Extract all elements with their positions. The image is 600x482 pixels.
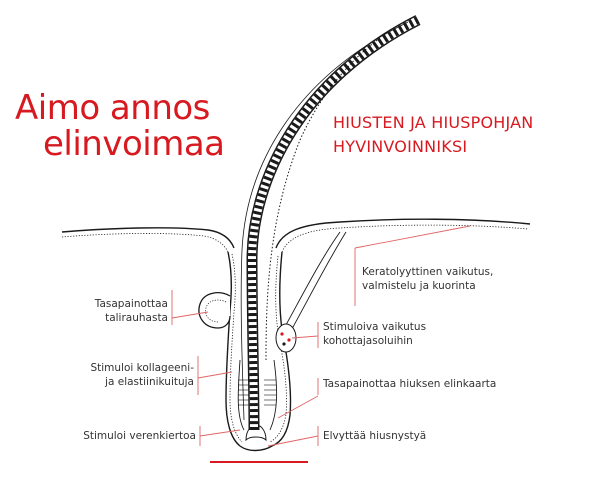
- label-arrector-line2: kohottajasoluihin: [323, 334, 426, 348]
- label-collagen-line2: ja elastiinikuituja: [70, 375, 194, 389]
- label-sebaceous: Tasapainottaa talirauhasta: [76, 297, 168, 325]
- label-keratolytic-line2: valmistelu ja kuorinta: [362, 279, 493, 293]
- cell-dot: [282, 342, 285, 345]
- hair-shaft-stripes: [252, 20, 418, 430]
- skin-surface-right: [276, 219, 530, 248]
- label-hair-cycle-text: Tasapainottaa hiuksen elinkaarta: [323, 377, 496, 391]
- hair-bulb: [240, 446, 272, 451]
- skin-surface-left-inner: [62, 233, 228, 252]
- label-hair-growth: Elvyttää hiusnystyä: [323, 429, 426, 443]
- label-circulation: Stimuloi verenkiertoa: [60, 429, 196, 443]
- sebaceous-gland: [199, 293, 230, 328]
- label-sebaceous-line2: talirauhasta: [76, 311, 168, 325]
- label-sebaceous-line1: Tasapainottaa: [76, 297, 168, 311]
- label-hair-cycle: Tasapainottaa hiuksen elinkaarta: [323, 377, 496, 391]
- label-arrector: Stimuloiva vaikutus kohottajasoluihin: [323, 320, 426, 348]
- label-collagen-line1: Stimuloi kollageeni-: [70, 361, 194, 375]
- skin-surface-left: [62, 228, 234, 248]
- follicle-wall-left: [226, 252, 240, 446]
- label-collagen: Stimuloi kollageeni- ja elastiinikuituja: [70, 361, 194, 389]
- label-keratolytic: Keratolyyttinen vaikutus, valmistelu ja …: [362, 265, 493, 293]
- cell-dot: [280, 332, 283, 335]
- label-hair-growth-text: Elvyttää hiusnystyä: [323, 429, 426, 443]
- cell-dot: [287, 338, 290, 341]
- label-circulation-text: Stimuloi verenkiertoa: [60, 429, 196, 443]
- label-arrector-line1: Stimuloiva vaikutus: [323, 320, 426, 334]
- label-keratolytic-line1: Keratolyyttinen vaikutus,: [362, 265, 493, 279]
